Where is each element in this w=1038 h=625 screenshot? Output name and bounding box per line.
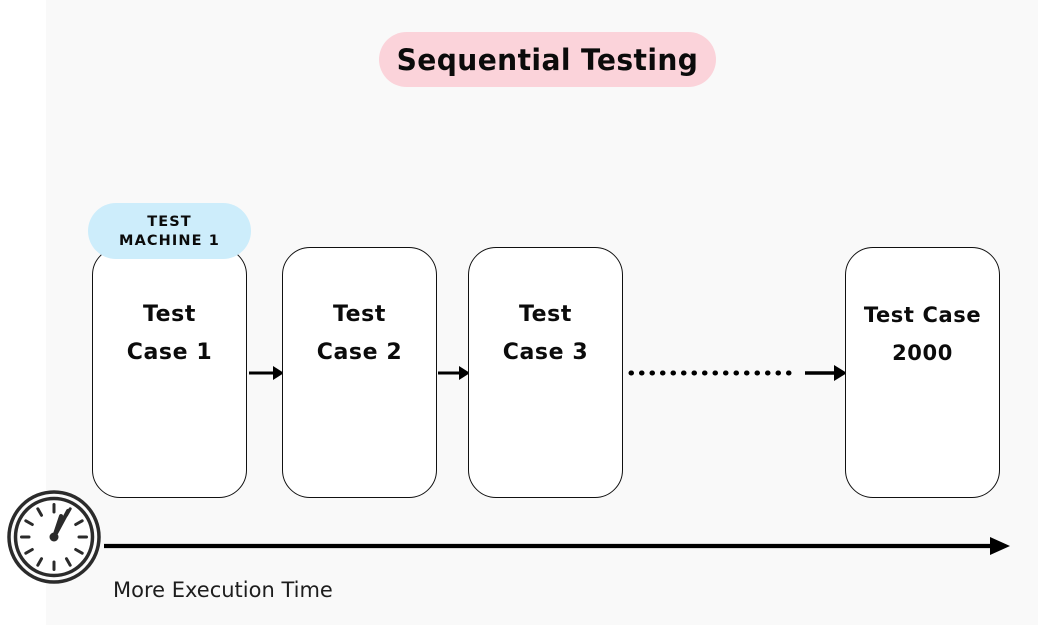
test-case-label-2000: Test Case 2000 [864,296,981,372]
execution-time-axis-arrow [104,533,1014,561]
test-case-3-line1: Test [518,302,572,327]
test-case-box-3[interactable]: Test Case 3 [468,247,623,498]
test-case-2000-line1: Test Case [863,303,982,327]
execution-time-label: More Execution Time [113,578,333,602]
test-case-label-2: Test Case 2 [317,296,403,372]
test-case-box-1[interactable]: Test Case 1 [92,247,247,498]
test-case-1-line1: Test [142,302,196,327]
test-case-2-line1: Test [332,302,386,327]
page-title-pill: Sequential Testing [379,32,716,87]
connector-dotted-arrow-3-to-2000 [625,362,847,384]
test-case-box-2000[interactable]: Test Case 2000 [845,247,1000,498]
test-case-1-line2: Case 1 [126,340,213,365]
test-case-label-1: Test Case 1 [127,296,213,372]
connector-arrow-1-to-2 [247,362,284,384]
clock-icon [6,489,102,585]
test-machine-badge-line2: MACHINE 1 [119,232,220,249]
test-case-2-line2: Case 2 [316,340,403,365]
test-case-box-2[interactable]: Test Case 2 [282,247,437,498]
test-case-3-line2: Case 3 [502,340,589,365]
page-title: Sequential Testing [396,42,699,77]
connector-arrow-2-to-3 [437,362,470,384]
test-machine-badge-line1: TEST [147,213,192,230]
test-case-2000-line2: 2000 [892,341,953,365]
test-case-label-3: Test Case 3 [503,296,589,372]
test-machine-badge: TEST MACHINE 1 [88,203,251,259]
